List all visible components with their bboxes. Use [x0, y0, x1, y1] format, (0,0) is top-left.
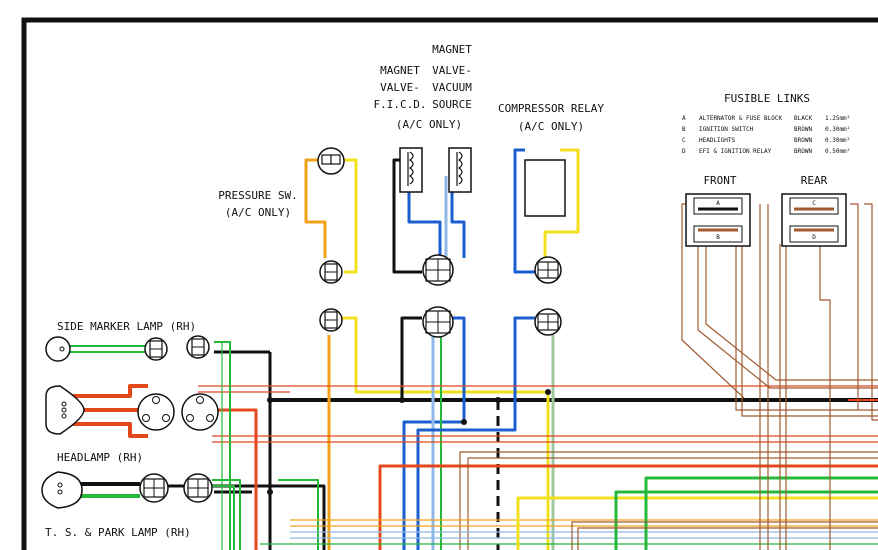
fl-name: HEADLIGHTS [699, 137, 736, 144]
svg-text:A: A [716, 200, 720, 207]
compressor-relay [524, 159, 566, 217]
side-marker-connector-mate [186, 335, 210, 359]
magnet-valve-vacuum [448, 147, 472, 193]
fl-size: 0.30mm² [825, 126, 850, 133]
ficd-line-1: MAGNET [380, 64, 420, 77]
fl-size: 1.25mm² [825, 115, 850, 122]
side-marker-connector [144, 337, 168, 361]
fl-name: IGNITION SWITCH [699, 126, 754, 133]
fusible-link-row: B IGNITION SWITCH BROWN 0.30mm² [682, 126, 850, 133]
wires [64, 148, 878, 550]
fl-id: B [682, 126, 686, 133]
pressure-switch [317, 147, 345, 175]
connector-valves-lower [422, 306, 454, 338]
svg-text:B: B [716, 234, 720, 241]
ficd-line-3: F.I.C.D. [374, 98, 427, 111]
side-marker-label: SIDE MARKER LAMP (RH) [57, 320, 196, 333]
magnet-valve-ficd [399, 147, 423, 193]
fusible-link-row: A ALTERNATOR & FUSE BLOCK BLACK 1.25mm² [682, 115, 850, 122]
rear-label: REAR [801, 174, 828, 187]
front-label: FRONT [703, 174, 736, 187]
svg-text:C: C [812, 200, 816, 207]
connector-valves-upper [422, 254, 454, 286]
compressor-relay-ac-only: (A/C ONLY) [518, 120, 584, 133]
svg-text:D: D [812, 234, 816, 241]
vacuum-line-2: VALVE- [432, 64, 472, 77]
pressure-sw-label: PRESSURE SW. [218, 189, 297, 202]
headlamp-connector-mate [181, 393, 219, 431]
fl-name: EFI & IGNITION RELAY [699, 148, 772, 155]
connector-relay-lower [534, 308, 562, 336]
connector-pressure-upper [319, 260, 343, 284]
fusible-links-title: FUSIBLE LINKS [724, 92, 810, 105]
fusible-links-table: A ALTERNATOR & FUSE BLOCK BLACK 1.25mm² … [682, 115, 850, 155]
connector-relay-upper [534, 256, 562, 284]
headlamp [45, 385, 85, 435]
ts-park-label: T. S. & PARK LAMP (RH) [45, 526, 191, 539]
fusible-block-front: A B [685, 193, 751, 247]
fl-id: A [682, 115, 686, 122]
ts-park-connector [139, 473, 169, 503]
vacuum-line-4: SOURCE [432, 98, 472, 111]
connector-pressure-lower [319, 308, 343, 332]
pressure-sw-ac-only: (A/C ONLY) [225, 206, 291, 219]
fl-color: BLACK [794, 115, 812, 122]
vacuum-line-1: MAGNET [432, 43, 472, 56]
wire-junctions [267, 389, 551, 495]
fl-color: BROWN [794, 126, 812, 133]
fl-size: 0.50mm² [825, 148, 850, 155]
label-magnet-valve-vacuum: MAGNET VALVE- VACUUM SOURCE [432, 43, 472, 111]
diagram-border [21, 17, 878, 550]
ficd-line-2: VALVE- [380, 81, 420, 94]
valves-ac-only: (A/C ONLY) [396, 118, 462, 131]
fusible-block-rear: C D [781, 193, 847, 247]
headlamp-connector [137, 393, 175, 431]
fl-id: D [682, 148, 686, 155]
fl-id: C [682, 137, 686, 144]
label-magnet-valve-ficd: MAGNET VALVE- F.I.C.D. [374, 64, 427, 111]
compressor-relay-label: COMPRESSOR RELAY [498, 102, 604, 115]
fl-color: BROWN [794, 148, 812, 155]
vacuum-line-3: VACUUM [432, 81, 472, 94]
headlamp-label: HEADLAMP (RH) [57, 451, 143, 464]
fl-color: BROWN [794, 137, 812, 144]
fl-size: 0.30mm² [825, 137, 850, 144]
fl-name: ALTERNATOR & FUSE BLOCK [699, 115, 782, 122]
fusible-link-row: D EFI & IGNITION RELAY BROWN 0.50mm² [682, 148, 850, 155]
fusible-link-row: C HEADLIGHTS BROWN 0.30mm² [682, 137, 850, 144]
side-marker-lamp [45, 336, 71, 362]
ts-park-lamp [41, 471, 83, 509]
ts-park-connector-mate [183, 473, 213, 503]
